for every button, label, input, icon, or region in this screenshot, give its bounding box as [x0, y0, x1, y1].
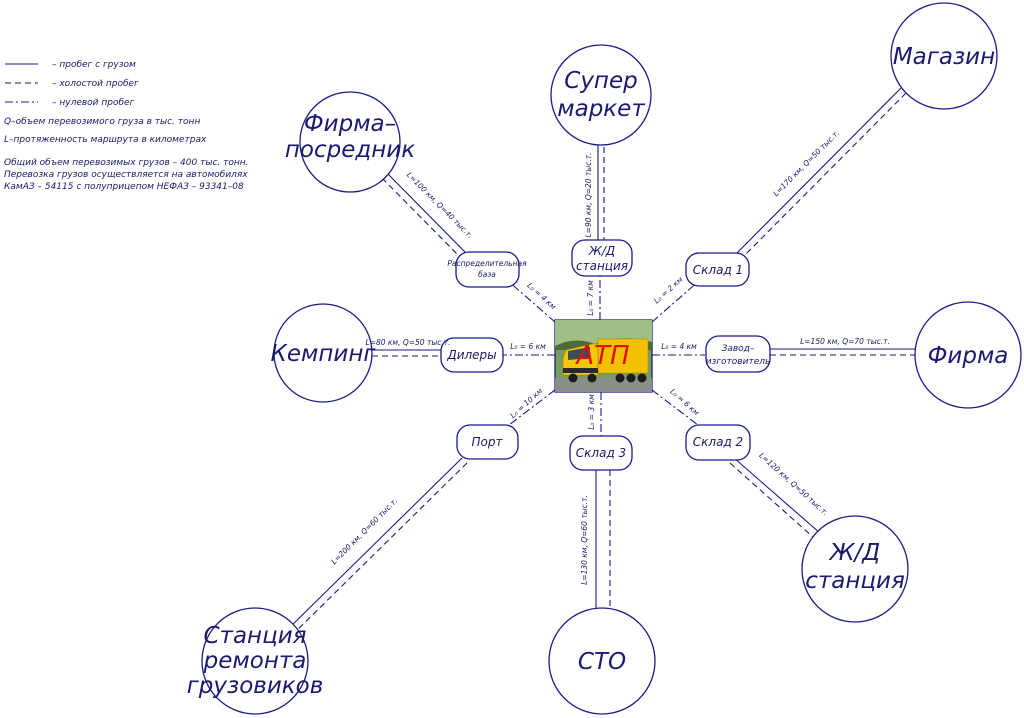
dest-kemping[interactable]: Кемпинг [271, 303, 377, 403]
legend-note-total: Общий объем перевозимых грузов – 400 тыс… [4, 158, 249, 168]
dest-firma[interactable]: Фирма [914, 301, 1022, 409]
legend-loaded-label: – пробег с грузом [52, 60, 136, 70]
hub-sklad3[interactable]: Склад 3 [569, 435, 633, 471]
dest-stanciya-remonta-label-2: ремонта [203, 648, 307, 674]
atp-label: АТП [574, 341, 629, 371]
zero-label-sklad1: L₀ = 2 км [652, 275, 685, 306]
atp-center[interactable]: АТП [554, 319, 653, 393]
hub-zhd-top[interactable]: Ж/Д станция [571, 239, 633, 277]
dest-kemping-label: Кемпинг [271, 341, 377, 367]
route-label-sto: L=130 км, Q=60 тыс.т. [580, 495, 589, 585]
zero-label-zhd-top: L₀ = 7 км [586, 280, 595, 316]
hub-zhd-top-label-1: Ж/Д [588, 244, 615, 258]
routes [282, 87, 916, 640]
zero-label-sklad2: L₀ = 6 км [668, 387, 701, 418]
hub-sklad3-label: Склад 3 [576, 446, 626, 460]
legend-note-vehicles: Перевозка грузов осуществляется на автом… [4, 170, 248, 180]
zero-label-rasp: L₀ = 4 км [525, 281, 558, 312]
zero-run-port [504, 389, 556, 429]
dest-firma-posrednik[interactable]: Фирма– посредник [285, 91, 415, 193]
dest-supermarket-label-2: маркет [557, 96, 645, 122]
hub-rasp-label-1: Распределительная [447, 259, 527, 268]
route-label-stanciya-remonta: L=200 км, Q=60 тыс.т. [329, 496, 399, 566]
legend-q-definition: Q–объем перевозимого груза в тыс. тонн [4, 117, 200, 127]
route-label-zhd-stanciya: L=120 км, Q=50 тыс.т. [757, 451, 830, 518]
truck-windshield [568, 347, 590, 360]
dest-zhd-stanciya-label-1: Ж/Д [828, 540, 881, 566]
truck-wheel [615, 373, 625, 383]
route-label-firma: L=150 км, Q=70 тыс.т. [800, 337, 890, 346]
legend-note-model: КамАЗ – 54115 с полуприцепом НЕФАЗ – 933… [4, 182, 244, 192]
truck-trailer [597, 338, 649, 374]
zero-label-sklad3: L₀ = 3 км [587, 394, 596, 430]
truck-wheel [626, 373, 636, 383]
legend-l-definition: L–протяженность маршрута в километрах [4, 135, 207, 145]
route-label-firma-posrednik: L=100 км, Q=40 тыс.т. [405, 170, 475, 240]
hub-sklad2[interactable]: Склад 2 [685, 424, 751, 461]
dest-firma-posrednik-label-1: Фирма– [304, 111, 396, 137]
hub-port-label: Порт [472, 435, 504, 449]
legend-idle-label: – холостой пробег [52, 79, 139, 89]
dest-firma-label: Фирма [928, 343, 1009, 369]
dest-supermarket[interactable]: Супер маркет [550, 44, 652, 146]
zero-runs [502, 276, 705, 436]
dest-magazin[interactable]: Магазин [890, 2, 998, 110]
route-label-kemping: L=80 км, Q=50 тыс.т. [365, 338, 450, 347]
truck-wheel [637, 373, 647, 383]
legend-zero-label: – нулевой пробег [52, 98, 135, 108]
hub-rasp-label-2: база [478, 270, 496, 279]
hub-rasp[interactable]: Распределительная база [447, 251, 527, 288]
hub-port[interactable]: Порт [456, 424, 519, 460]
hub-dilery-label: Дилеры [446, 348, 496, 362]
hub-zavod-label-1: Завод– [722, 344, 755, 354]
hub-zavod[interactable]: Завод– изготовитель [705, 335, 771, 373]
dest-stanciya-remonta-label-3: грузовиков [187, 673, 324, 699]
hub-sklad1-label: Склад 1 [693, 263, 743, 277]
zero-label-dilery: L₀ = 6 км [510, 342, 546, 351]
dest-sto[interactable]: СТО [548, 607, 656, 715]
hub-sklad2-label: Склад 2 [693, 435, 743, 449]
dest-sto-label: СТО [578, 649, 626, 675]
dest-stanciya-remonta-label-1: Станция [203, 623, 306, 649]
dest-zhd-stanciya-label-2: станция [805, 568, 905, 594]
route-label-magazin: L=170 км, Q=50 тыс.т. [771, 128, 841, 198]
dest-firma-posrednik-label-2: посредник [285, 137, 415, 163]
hub-sklad1[interactable]: Склад 1 [685, 252, 750, 287]
zero-run-sklad1 [651, 279, 701, 323]
hub-zavod-label-2: изготовитель [706, 357, 771, 367]
truck-wheel [568, 373, 578, 383]
route-label-supermarket: L=90 км, Q=20 тыс.т. [584, 152, 593, 237]
dest-supermarket-label-1: Супер [564, 68, 637, 94]
hub-zhd-top-label-2: станция [576, 259, 628, 273]
atp-photo-road [555, 378, 652, 392]
dest-stanciya-remonta[interactable]: Станция ремонта грузовиков [187, 607, 324, 715]
truck-wheel [587, 373, 597, 383]
hub-dilery[interactable]: Дилеры [440, 337, 504, 373]
zero-run-sklad2 [651, 389, 703, 429]
legend: – пробег с грузом – холостой пробег – ну… [4, 60, 249, 192]
dest-magazin-label: Магазин [893, 44, 995, 70]
zero-run-rasp [506, 279, 556, 323]
zero-label-port: L₀ = 10 км [508, 386, 544, 420]
zero-label-zavod: L₀ = 4 км [661, 342, 697, 351]
dest-zhd-stanciya[interactable]: Ж/Д станция [801, 515, 909, 623]
truck-bumper [563, 368, 598, 373]
